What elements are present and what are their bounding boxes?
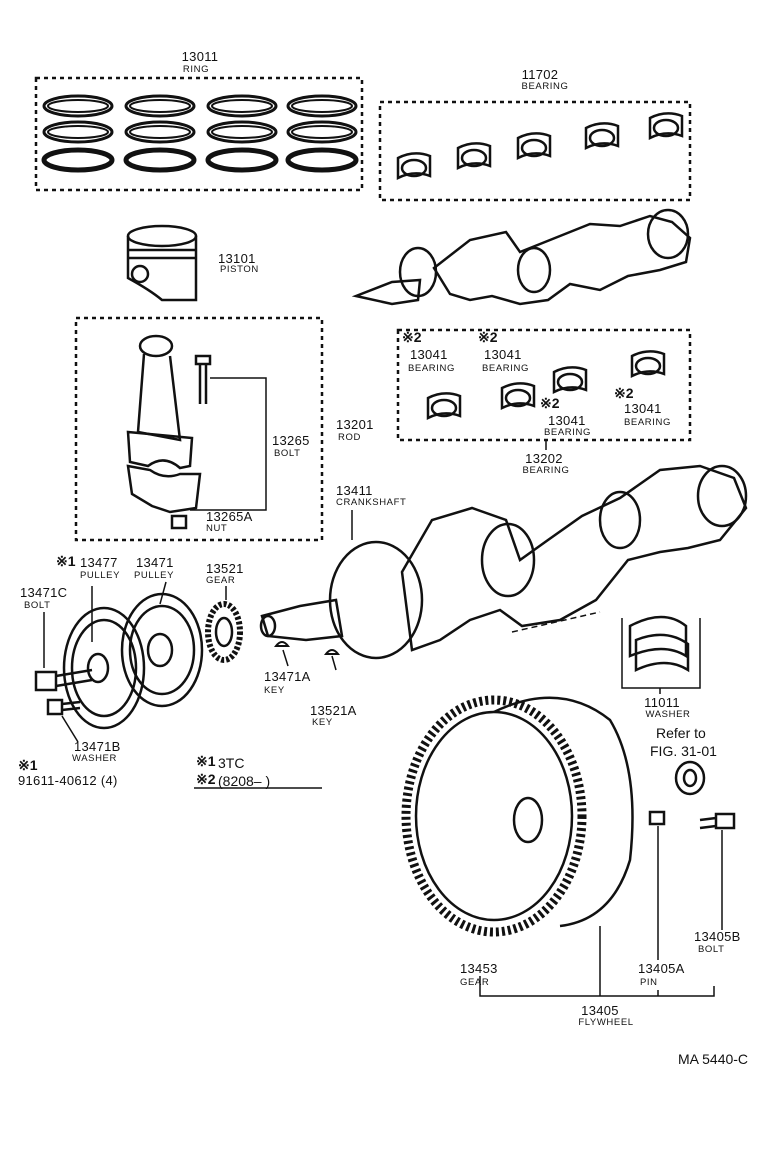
part-number-13405A: 13405A [638, 961, 685, 976]
key-icons [273, 641, 341, 655]
washer-bolt-icon [46, 698, 81, 716]
part-name-key-13521A: KEY [312, 717, 333, 728]
part-name-bolt-13405B: BOLT [698, 944, 725, 955]
part-name-bolt-13265: BOLT [274, 448, 301, 459]
part-number-13521: 13521 [206, 561, 244, 576]
legend-note1-mark: ※1 [196, 753, 216, 769]
legend-note1-text: 3TC [218, 755, 245, 771]
part-number-13041b: 13041 [484, 347, 522, 362]
piston-icon [126, 224, 198, 302]
part-number-13101: 13101 [218, 251, 256, 266]
part-name-bearing-13041c: BEARING [544, 427, 591, 438]
part-number-11702: 11702 [521, 67, 559, 82]
part-number-13405: 13405 [581, 1003, 619, 1018]
part-number-13471A: 13471A [264, 669, 311, 684]
part-name-pulley-13477: PULLEY [80, 570, 121, 581]
mark-91611: ※1 [18, 757, 38, 773]
part-name-bearing-13202: BEARING [522, 465, 570, 476]
rod-bolt-leader [190, 377, 267, 511]
main-bearing-box [378, 100, 692, 202]
ring-set-box [34, 76, 364, 192]
part-number-13405B: 13405B [694, 929, 741, 944]
part-name-gear-13453: GEAR [460, 977, 490, 988]
main-bearing-icons [396, 112, 684, 181]
rod-nut-icon [170, 514, 188, 530]
lower-crankshaft-icon [259, 464, 748, 660]
part-name-washer-11011: WASHER [645, 709, 691, 720]
part-name-crankshaft: CRANKSHAFT [336, 497, 407, 508]
part-name-nut: NUT [206, 523, 228, 534]
part-number-13041c: 13041 [548, 413, 586, 428]
part-number-13477: 13477 [80, 555, 118, 570]
rod-box [74, 316, 324, 542]
refer-to-line1: Refer to [656, 725, 706, 741]
part-name-rod: ROD [338, 432, 361, 443]
flywheel-bolt-icon [699, 812, 736, 830]
thrust-washer-icon [628, 615, 690, 673]
part-name-washer-13471B: WASHER [72, 753, 117, 764]
part-name-bolt-13471C: BOLT [24, 600, 51, 611]
part-name-bearing-13041a: BEARING [408, 363, 455, 374]
part-number-13202: 13202 [525, 451, 563, 466]
part-number-11011: 11011 [644, 695, 680, 710]
flywheel-pin-icon [648, 810, 666, 826]
mark-13041b: ※2 [478, 329, 498, 345]
flywheel-icon [401, 695, 634, 937]
part-name-key-13471A: KEY [264, 685, 285, 696]
part-number-13411: 13411 [336, 483, 373, 498]
crank-bearing-icons [426, 350, 666, 421]
part-name-gear-13521: GEAR [206, 575, 236, 586]
legend-note2-mark: ※2 [196, 771, 216, 787]
connecting-rod-icon [126, 334, 202, 514]
part-name-flywheel: FLYWHEEL [578, 1017, 634, 1028]
legend-note2-text: (8208– ) [218, 773, 271, 789]
part-name-bearing-13041b: BEARING [482, 363, 529, 374]
upper-crankshaft-icon [351, 208, 692, 306]
figure-code: MA 5440-C [678, 1051, 749, 1067]
pulley-bolt-icon [34, 668, 93, 692]
refer-to-line2: FIG. 31-01 [650, 743, 717, 759]
part-number-13265A: 13265A [206, 509, 253, 524]
part-number-13041a: 13041 [410, 347, 448, 362]
part-name-piston: PISTON [220, 264, 259, 275]
part-number-13471: 13471 [136, 555, 174, 570]
mark-13041d: ※2 [614, 385, 634, 401]
part-number-91611: 91611-40612 (4) [18, 773, 118, 788]
part-name-pulley-13471: PULLEY [134, 570, 175, 581]
part-name-bearing-13041d: BEARING [624, 417, 671, 428]
part-number-13011: 13011 [181, 49, 219, 64]
flywheel-bearing-icon [674, 760, 706, 796]
mark-13477: ※1 [56, 553, 76, 569]
part-name-ring: RING [182, 64, 210, 75]
pulley-13477-icon [62, 606, 146, 730]
gear-13521-icon [205, 601, 243, 663]
mark-13041a: ※2 [402, 329, 422, 345]
ring-set-icon [41, 94, 359, 173]
part-number-13041d: 13041 [624, 401, 662, 416]
part-number-13521A: 13521A [310, 703, 357, 718]
part-number-13471B: 13471B [74, 739, 121, 754]
part-number-13265: 13265 [272, 433, 310, 448]
part-number-13201: 13201 [336, 417, 374, 432]
mark-13041c: ※2 [540, 395, 560, 411]
part-number-13471C: 13471C [20, 585, 68, 600]
part-number-13453: 13453 [460, 961, 498, 976]
part-name-pin: PIN [640, 977, 658, 988]
part-name-bearing-11702: BEARING [521, 81, 569, 92]
rod-bolt-icon [194, 354, 212, 404]
crank-bearing-box [396, 328, 692, 442]
